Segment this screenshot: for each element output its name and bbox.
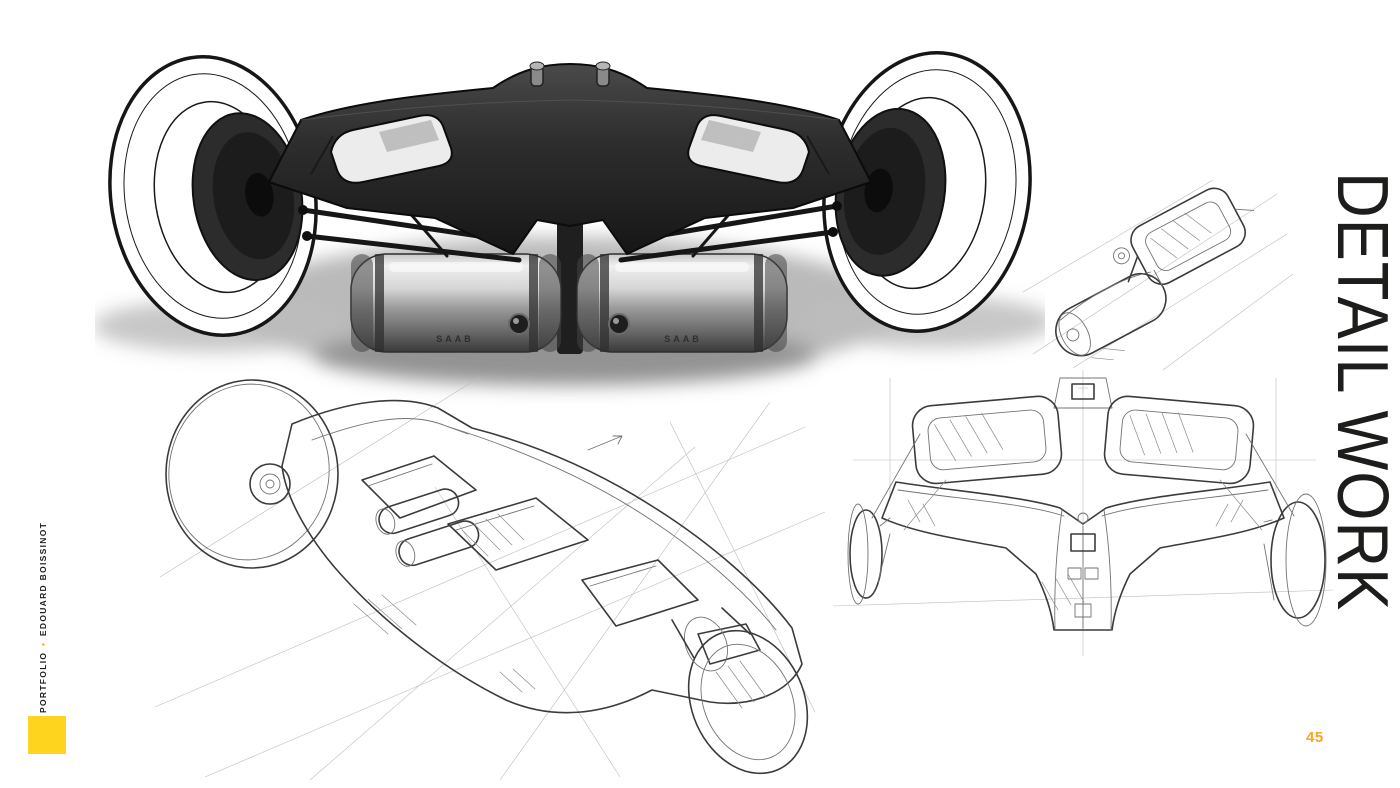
left-tire xyxy=(108,55,318,337)
saab-label-left-tank: SAAB xyxy=(436,334,474,344)
annotation-arrow xyxy=(587,435,623,451)
author-name: EDOUARD BOISSINOT xyxy=(38,521,48,637)
top-neck xyxy=(1053,377,1113,409)
render-rear-suspension-figure: SAAB SAAB xyxy=(95,51,1045,386)
right-bell xyxy=(1263,493,1327,627)
sketch-cylinders xyxy=(375,488,480,567)
arm-links xyxy=(871,433,1295,531)
sketch-perspective-figure xyxy=(154,376,826,781)
chassis-arm-sketch xyxy=(281,399,803,714)
accent-square xyxy=(28,716,66,754)
right-frame xyxy=(1103,395,1255,485)
saab-label-right-tank: SAAB xyxy=(664,334,702,344)
bell-cone-sketch xyxy=(671,607,809,775)
wheel-circle xyxy=(165,379,339,569)
left-frame xyxy=(911,395,1063,485)
chassis-wing: SAAB SAAB xyxy=(268,61,872,255)
saab-badge-right: SAAB xyxy=(721,134,747,146)
construction-lines xyxy=(154,376,826,781)
fuel-tank-right: SAAB xyxy=(576,253,788,353)
saab-badge-left: SAAB xyxy=(394,134,420,146)
sketch-front-view-figure xyxy=(832,370,1334,656)
sketch-detail-figure xyxy=(1022,179,1294,371)
detail-assembly xyxy=(1055,187,1255,361)
portfolio-label: PORTFOLIO xyxy=(38,651,48,713)
page-number: 45 xyxy=(1306,729,1324,746)
credit-separator: • xyxy=(38,641,48,647)
body-bowtie xyxy=(881,481,1285,631)
left-cone xyxy=(847,503,891,605)
fuel-tank-left: SAAB xyxy=(350,253,562,353)
sketch-hatching xyxy=(353,513,767,709)
construction-lines xyxy=(1022,179,1294,371)
page-title: DETAIL WORK xyxy=(1322,172,1400,612)
right-tire xyxy=(822,51,1032,333)
sidebar-credit: PORTFOLIO • EDOUARD BOISSINOT xyxy=(38,522,48,713)
